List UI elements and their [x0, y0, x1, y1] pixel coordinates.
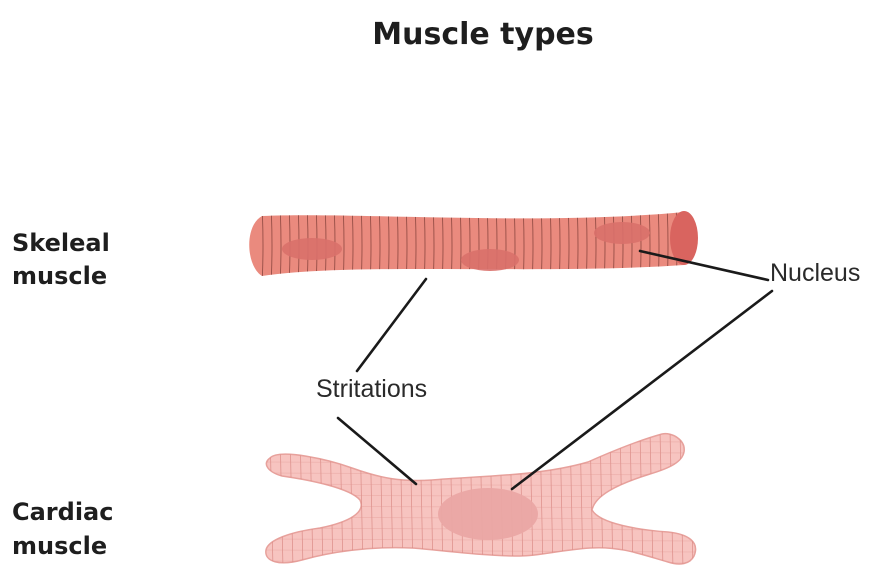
cardiac-label-line1: Cardiac [12, 498, 113, 526]
cardiac-striation-line [700, 430, 703, 570]
striations-leader-skeletal [357, 279, 426, 371]
skeletal-nucleus-3 [594, 222, 650, 244]
skeletal-label-line1: Skeleal [12, 229, 110, 257]
cardiac-nucleus [438, 488, 538, 540]
skeletal-nucleus-2 [461, 249, 519, 271]
skeletal-muscle-fiber [249, 205, 698, 285]
skeletal-muscle-label: Skeleal muscle [12, 229, 118, 290]
cardiac-fiber-line [260, 440, 700, 442]
cardiac-striation-line [600, 430, 603, 570]
nucleus-callout: Nucleus [770, 259, 860, 287]
striations-callout: Stritations [316, 375, 427, 403]
cardiac-label-line2: muscle [12, 532, 107, 560]
cardiac-muscle-label: Cardiac muscle [12, 498, 122, 560]
cardiac-fiber-line [260, 561, 700, 563]
diagram-title: Muscle types [372, 17, 594, 52]
skeletal-label-line2: muscle [12, 262, 107, 290]
skeletal-fiber-end [670, 211, 698, 265]
skeletal-nucleus-1 [282, 238, 342, 260]
cardiac-muscle-cell [260, 430, 703, 570]
